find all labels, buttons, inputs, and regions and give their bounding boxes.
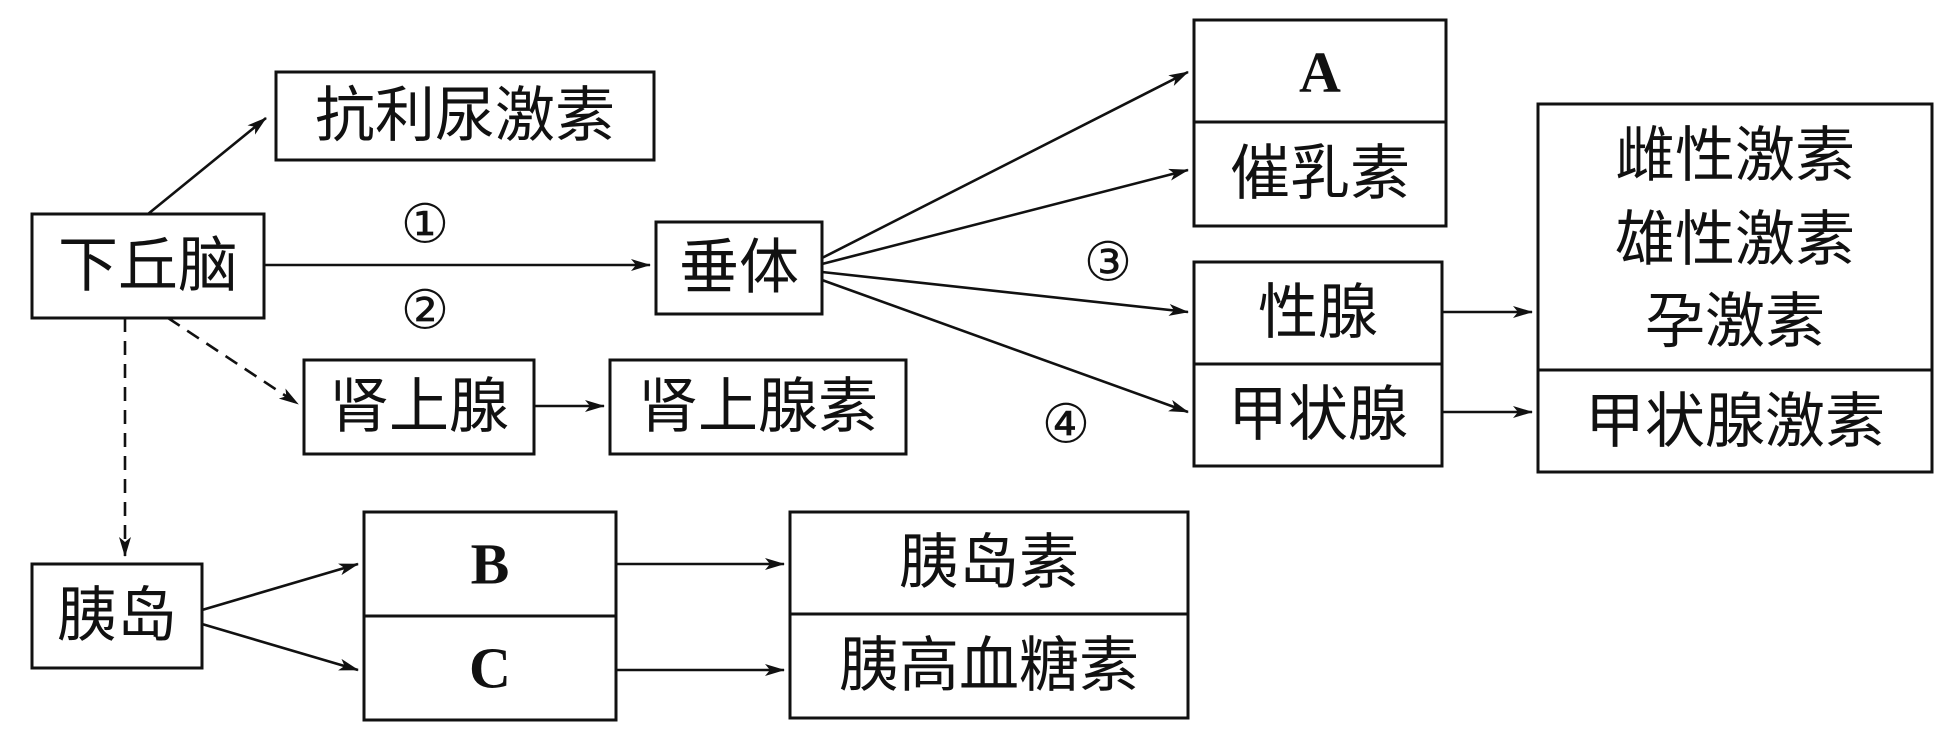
estrogen-label: 雌性激素	[1615, 121, 1855, 191]
thyroid-hormone-label: 甲状腺激素	[1585, 387, 1885, 457]
node-adrenal-gland: 肾上腺	[302, 358, 536, 456]
b-label: B	[471, 532, 510, 597]
step-label-1: ①	[401, 193, 449, 256]
adrenal-gland-label: 肾上腺	[329, 372, 509, 442]
node-gonad-thyroid-stack: 性腺 甲状腺	[1192, 260, 1444, 468]
adh-label: 抗利尿激素	[315, 81, 615, 151]
node-adh: 抗利尿激素	[274, 70, 656, 162]
arrow-islet-to-b	[201, 562, 359, 612]
step-label-3: ③	[1084, 231, 1132, 294]
arrows	[119, 70, 1533, 676]
node-pancreatic-islet: 胰岛	[30, 562, 204, 670]
thyroid-label: 甲状腺	[1228, 380, 1408, 450]
node-pituitary: 垂体	[654, 220, 824, 316]
a-label: A	[1299, 40, 1341, 105]
glucagon-label: 胰高血糖素	[839, 631, 1139, 701]
pituitary-label: 垂体	[679, 233, 799, 303]
androgen-label: 雄性激素	[1615, 205, 1855, 275]
arrow-pituitary-to-gonad	[821, 270, 1189, 316]
oxytocin-label: 催乳素	[1230, 139, 1410, 209]
arrow-islet-to-c	[201, 622, 359, 672]
pancreatic-islet-label: 胰岛	[57, 581, 177, 651]
gonad-label: 性腺	[1258, 278, 1378, 348]
arrow-pituitary-to-oxytocin	[821, 168, 1189, 266]
progesterone-label: 孕激素	[1645, 287, 1825, 357]
node-b-c-stack: B C	[362, 510, 618, 722]
c-label: C	[469, 636, 511, 701]
hypothalamus-label: 下丘脑	[58, 231, 238, 301]
adrenaline-label: 肾上腺素	[638, 372, 878, 442]
node-hormone-outputs-stack: 雌性激素 雄性激素 孕激素 甲状腺激素	[1536, 102, 1934, 474]
node-a-oxytocin-stack: A 催乳素	[1192, 18, 1448, 228]
arrow-pituitary-to-thyroid	[821, 278, 1189, 414]
node-insulin-glucagon-stack: 胰岛素 胰高血糖素	[788, 510, 1190, 720]
arrow-hypothalamus-to-adrenal	[167, 316, 299, 406]
step-label-2: ②	[401, 279, 449, 342]
arrow-hypothalamus-to-adh	[147, 116, 267, 216]
node-hypothalamus: 下丘脑	[30, 212, 266, 320]
insulin-label: 胰岛素	[899, 528, 1079, 598]
node-adrenaline: 肾上腺素	[608, 358, 908, 456]
step-label-4: ④	[1042, 393, 1090, 456]
arrow-pituitary-to-a	[821, 70, 1189, 260]
